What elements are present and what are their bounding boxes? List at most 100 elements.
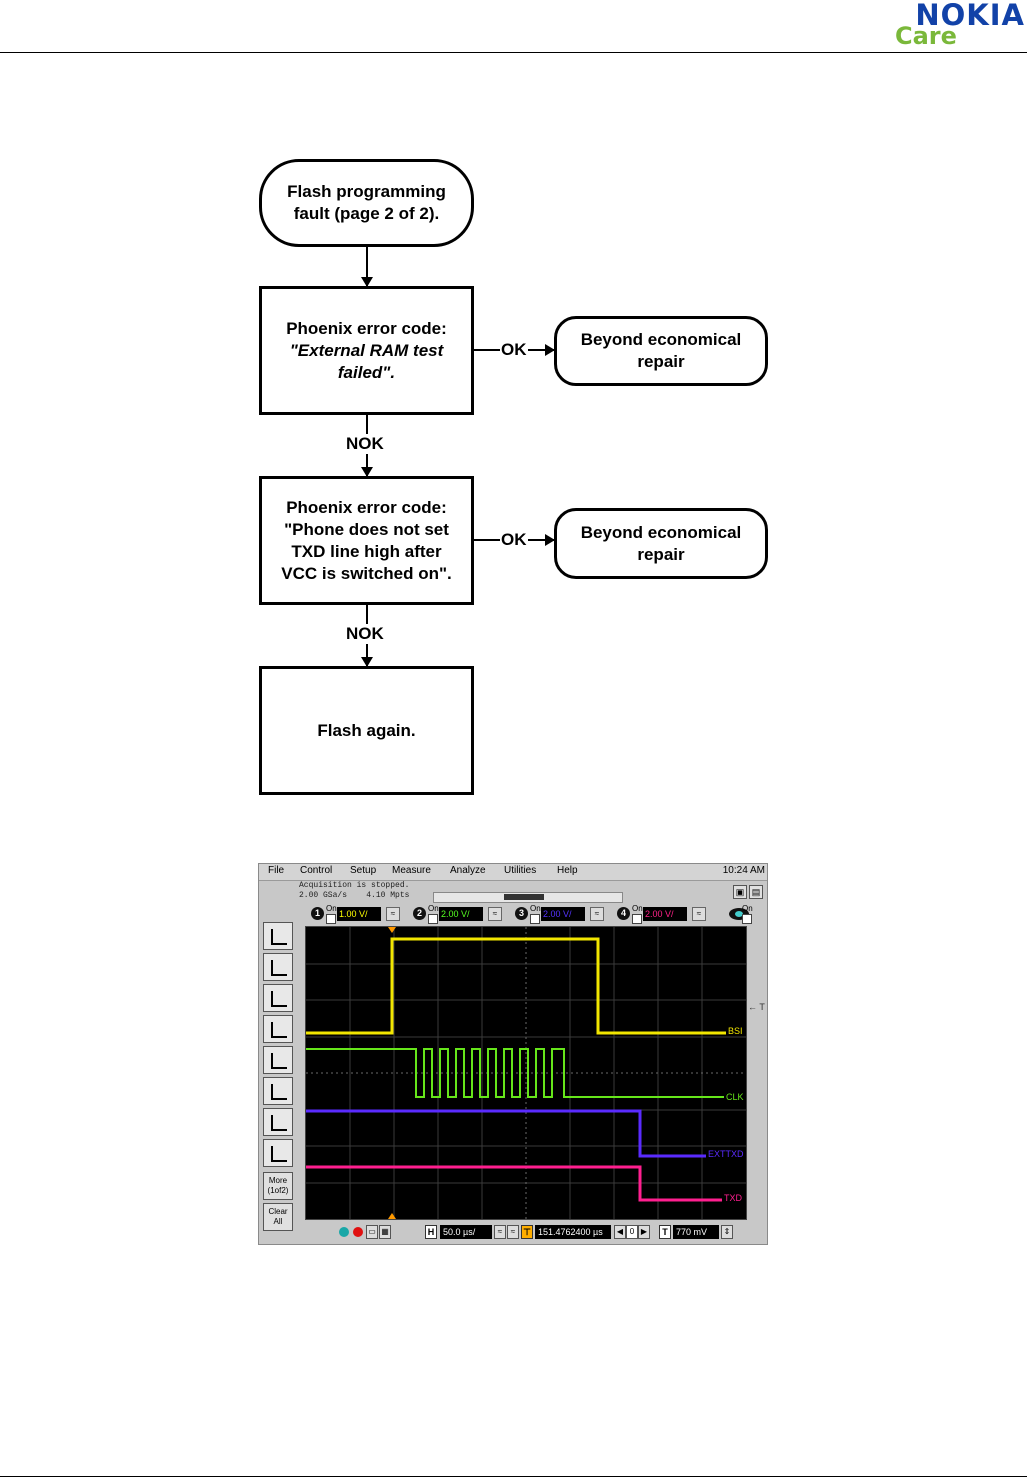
edge-label-ok-1: OK [500, 340, 528, 360]
horizontal-scale-tag: H [425, 1225, 437, 1239]
channel-3-spinner[interactable]: ≈ [590, 907, 604, 921]
channel-4-on-checkbox[interactable] [632, 914, 642, 924]
position-right-icon[interactable]: ▶ [638, 1225, 650, 1239]
channel-1-spinner[interactable]: ≈ [386, 907, 400, 921]
trigger-position-marker [388, 927, 396, 933]
stop-icon[interactable] [353, 1227, 363, 1237]
single-acquire-icon[interactable]: ▭ [366, 1225, 378, 1239]
flash-again-text: Flash again. [317, 720, 416, 740]
trigger-level-tag: T [659, 1225, 671, 1239]
trigger-level-marker: ← T [748, 1002, 765, 1012]
trigger-level-spinner[interactable]: ⇕ [721, 1225, 733, 1239]
channel-1-on-label: On [326, 904, 337, 913]
channel-2-badge: 2 [413, 907, 426, 920]
flowchart-connectors [361, 246, 555, 667]
oscilloscope-screenshot: File Control Setup Measure Analyze Utili… [258, 863, 768, 1245]
bsi-trace [306, 937, 726, 1035]
scope-clock: 10:24 AM [722, 865, 765, 876]
channel-controls: 1 On 1.00 V/ ≈ 2 On 2.00 V/ ≈ 3 On 2.00 … [299, 905, 765, 925]
channel-3-on-label: On [530, 904, 541, 913]
menu-control[interactable]: Control [300, 865, 333, 876]
trace-label-txd: TXD [724, 1193, 742, 1203]
horizontal-scale-spinner[interactable]: ≈ [494, 1225, 506, 1239]
autoscale-icon[interactable]: ▦ [379, 1225, 391, 1239]
math-on-label: On [742, 904, 753, 913]
trace-label-clk: CLK [726, 1092, 744, 1102]
troubleshooting-flowchart: Flash programming fault (page 2 of 2). P… [259, 159, 768, 795]
channel-2-spinner[interactable]: ≈ [488, 907, 502, 921]
state-trigger-icon[interactable] [263, 1077, 293, 1105]
channel-4-scale[interactable]: 2.00 V/ [643, 907, 687, 921]
check-external-ram-node: Phoenix error code: "External RAM test f… [259, 286, 474, 415]
position-zero-button[interactable]: 0 [626, 1225, 638, 1239]
run-icon[interactable] [339, 1227, 349, 1237]
menu-file[interactable]: File [268, 865, 285, 876]
care-wordmark: Care [895, 22, 957, 50]
time-reference-marker [388, 1213, 396, 1219]
beyond-repair-node-1: Beyond economical repair [554, 316, 768, 386]
beyond-repair-text-1: Beyond economical repair [580, 330, 742, 371]
edge-label-nok-2: NOK [345, 624, 385, 644]
menu-utilities[interactable]: Utilities [504, 865, 537, 876]
position-left-icon[interactable]: ◀ [614, 1225, 626, 1239]
beyond-repair-text-2: Beyond economical repair [580, 522, 742, 564]
menu-analyze[interactable]: Analyze [450, 865, 486, 876]
channel-4-on-label: On [632, 904, 643, 913]
channel-3-scale[interactable]: 2.00 V/ [541, 907, 585, 921]
horizontal-delay-spinner[interactable]: ≈ [507, 1225, 519, 1239]
edge-rising-trigger-icon[interactable] [263, 922, 293, 950]
horizontal-position-field[interactable]: 151.4762400 µs [535, 1225, 611, 1239]
layout-single-icon[interactable]: ▣ [733, 885, 747, 899]
channel-1-badge: 1 [311, 907, 324, 920]
waveform-display[interactable]: BSI CLK EXTTXD TXD [305, 926, 747, 1220]
menu-setup[interactable]: Setup [350, 865, 377, 876]
glitch-trigger-icon[interactable] [263, 984, 293, 1012]
timeout-trigger-icon[interactable] [263, 1139, 293, 1167]
channel-2-on-checkbox[interactable] [428, 914, 438, 924]
channel-1-scale[interactable]: 1.00 V/ [337, 907, 381, 921]
channel-2-scale[interactable]: 2.00 V/ [439, 907, 483, 921]
exttxd-trace [306, 1109, 706, 1158]
pattern-trigger-icon[interactable] [263, 1046, 293, 1074]
edge-label-nok-1: NOK [345, 434, 385, 454]
menu-help[interactable]: Help [557, 865, 578, 876]
trace-label-bsi: BSI [728, 1026, 743, 1036]
channel-1-on-checkbox[interactable] [326, 914, 336, 924]
start-node: Flash programming fault (page 2 of 2). [259, 159, 474, 247]
beyond-repair-node-2: Beyond economical repair [554, 508, 768, 579]
delay-tag-icon: ⊤ [521, 1225, 533, 1239]
edge-label-ok-2: OK [500, 530, 528, 550]
trigger-toolbar: More (1of2) Clear All [261, 920, 295, 1231]
flash-again-node: Flash again. [259, 666, 474, 795]
channel-4-badge: 4 [617, 907, 630, 920]
waveform-overview-bar[interactable] [433, 892, 623, 903]
math-on-checkbox[interactable] [742, 914, 752, 924]
menu-measure[interactable]: Measure [392, 865, 431, 876]
nokia-wordmark: NOKIA [915, 0, 1025, 32]
check-txd-line-text: Phoenix error code: "Phone does not set … [281, 497, 452, 583]
waveform-canvas [306, 927, 746, 1219]
horizontal-scale-field[interactable]: 50.0 µs/ [440, 1225, 492, 1239]
channel-2-on-label: On [428, 904, 439, 913]
clear-all-button[interactable]: Clear All [263, 1203, 293, 1231]
channel-4-spinner[interactable]: ≈ [692, 907, 706, 921]
txd-trace [306, 1165, 722, 1202]
runt-trigger-icon[interactable] [263, 1108, 293, 1136]
header-rule [0, 52, 1027, 53]
status-line-2: 2.00 GSa/s 4.10 Mpts [299, 891, 410, 900]
pulse-width-trigger-icon[interactable] [263, 1015, 293, 1043]
graticule-axes [306, 927, 746, 1219]
start-node-text: Flash programming fault (page 2 of 2). [287, 182, 446, 223]
layout-window-icon[interactable]: ▤ [749, 885, 763, 899]
clk-trace [306, 1048, 724, 1098]
acquisition-status: Acquisition is stopped. 2.00 GSa/s 4.10 … [299, 881, 409, 901]
channel-3-on-checkbox[interactable] [530, 914, 540, 924]
trace-label-exttxd: EXTTXD [708, 1149, 744, 1159]
timebase-controls: ▭ ▦ H 50.0 µs/ ≈ ≈ ⊤ 151.4762400 µs ◀ 0 … [299, 1222, 765, 1242]
check-txd-line-node: Phoenix error code: "Phone does not set … [259, 476, 474, 605]
edge-falling-trigger-icon[interactable] [263, 953, 293, 981]
trigger-level-field[interactable]: 770 mV [673, 1225, 719, 1239]
overview-window-marker[interactable] [504, 894, 544, 900]
scope-menubar: File Control Setup Measure Analyze Utili… [259, 864, 767, 881]
more-button[interactable]: More (1of2) [263, 1172, 293, 1200]
